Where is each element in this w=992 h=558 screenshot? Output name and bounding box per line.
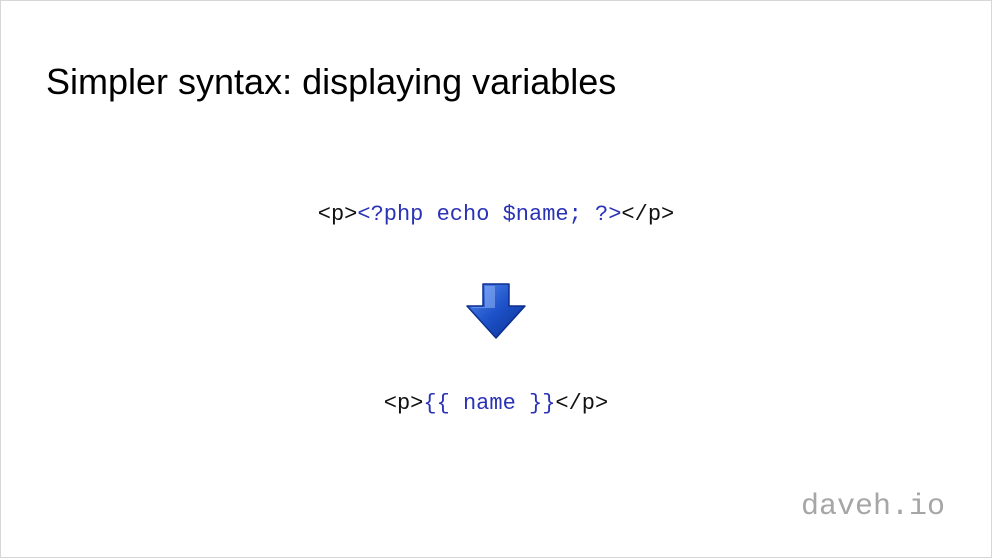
- code-before: <p><?php echo $name; ?></p>: [1, 202, 991, 227]
- code-before-expression: <?php echo $name; ?>: [357, 202, 622, 227]
- code-after-open-tag: <p>: [383, 391, 424, 416]
- slide-title: Simpler syntax: displaying variables: [46, 61, 617, 102]
- code-after-expression: {{ name }}: [423, 391, 556, 416]
- code-after: <p>{{ name }}</p>: [1, 391, 991, 416]
- code-before-open-tag: <p>: [317, 202, 358, 227]
- arrow-down-icon: [466, 283, 526, 339]
- watermark: daveh.io: [800, 490, 945, 524]
- code-before-close-tag: </p>: [621, 202, 675, 227]
- code-after-close-tag: </p>: [555, 391, 609, 416]
